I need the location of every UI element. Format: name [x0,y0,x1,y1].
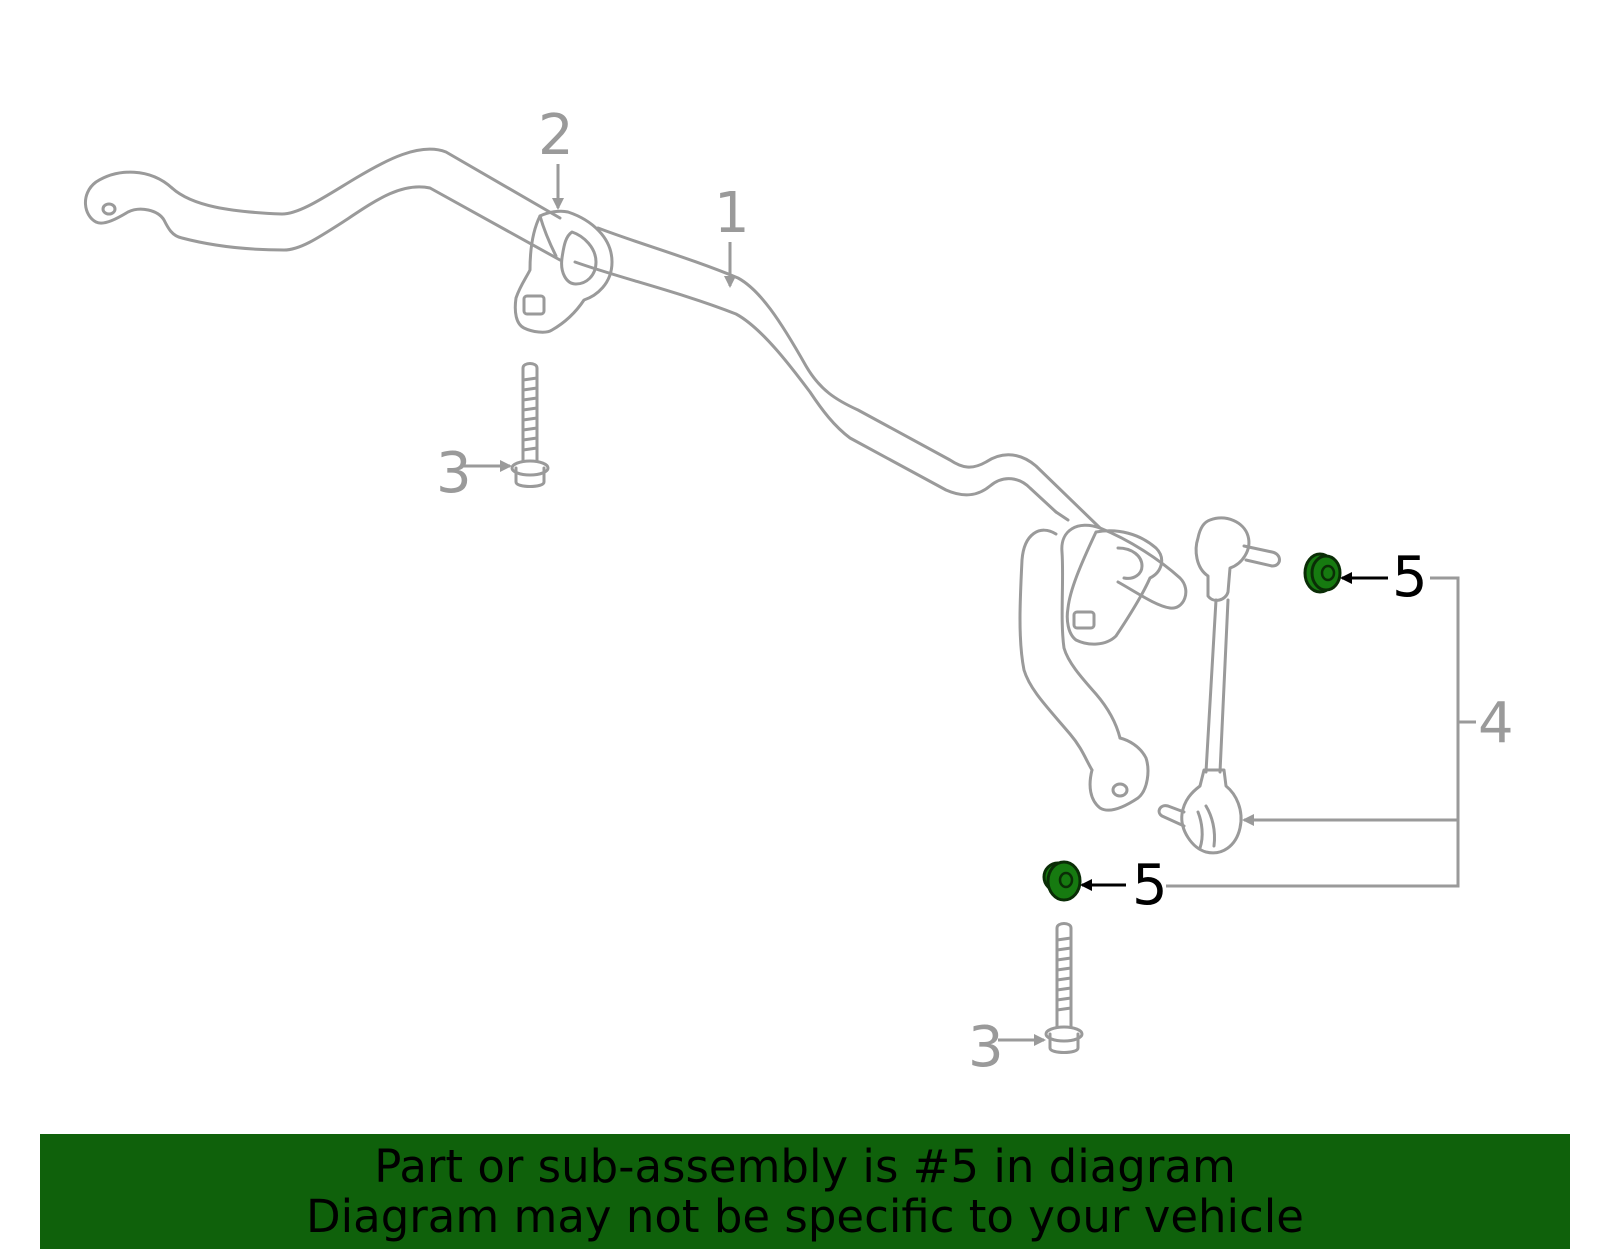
bolt-top [510,362,550,488]
callout-5-bottom: 5 [1132,853,1168,918]
bushing-bracket-right [1065,529,1164,646]
info-banner: Part or sub-assembly is #5 in diagram Di… [40,1134,1570,1249]
callout-3-top: 3 [436,441,472,506]
banner-line-2: Diagram may not be specific to your vehi… [306,1189,1304,1243]
callout-1: 1 [714,181,750,246]
callout-2: 2 [538,103,574,168]
callout-5-top: 5 [1392,545,1428,610]
parts-diagram: 2 1 3 3 4 5 5 [84,103,1514,1080]
callout-3-bottom: 3 [968,1015,1004,1080]
nut-top[interactable] [1303,552,1342,594]
banner-line-1: Part or sub-assembly is #5 in diagram [374,1139,1236,1193]
callout-4: 4 [1478,691,1514,756]
stabilizer-link [1157,516,1281,855]
bracket-4 [1166,576,1460,888]
stabilizer-bar [84,147,1188,812]
bushing-bracket-left [513,209,614,334]
bolt-bottom [1044,922,1084,1054]
nut-bottom[interactable] [1042,860,1082,902]
leader-lines [464,164,1476,1046]
